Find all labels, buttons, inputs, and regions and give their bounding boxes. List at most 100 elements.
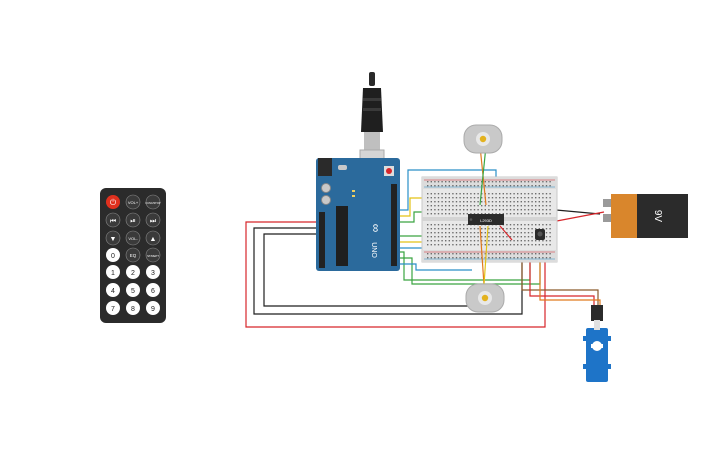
arduino-logo: ∞ [369,224,383,233]
breadboard-hole [488,236,490,238]
breadboard-hole [545,253,548,255]
vol-down-button[interactable] [125,230,141,246]
breadboard-hole [531,181,533,183]
breadboard-hole [427,181,429,183]
digit-8-button[interactable] [126,301,140,315]
breadboard-hole [491,197,494,199]
rewind-button[interactable] [105,212,121,228]
breadboard-hole [520,209,522,211]
breadboard-hole [455,197,458,199]
breadboard-hole [427,209,429,211]
digit-5-button[interactable] [126,283,140,297]
breadboard-hole [527,185,530,187]
breadboard-hole [455,201,458,203]
wire-black-loop-1[interactable] [253,227,523,315]
breadboard-hole [452,228,454,230]
forward-button[interactable] [145,212,161,228]
breadboard[interactable] [421,176,558,263]
vol-up-button[interactable] [125,194,141,210]
breadboard-hole [509,209,512,211]
breadboard-hole [499,240,501,242]
breadboard-hole [470,253,472,255]
breadboard-hole [517,193,519,195]
breadboard-hole [499,232,501,234]
breadboard-hole [459,253,461,255]
breadboard-hole [517,257,519,259]
wire-black-loop-2[interactable] [263,233,468,307]
digit-1-button[interactable] [106,265,120,279]
breadboard-hole [506,257,508,259]
ir-remote[interactable]: ⏻ VOL+ FUNC/STOP ⏮ ⏯ ⏭ ▼ VOL- ▲ 0 EQ ST/… [100,188,166,323]
breadboard-hole [473,205,476,207]
arduino-uno[interactable]: ∞ UNO [316,72,400,271]
breadboard-hole [437,213,440,215]
dc-motor-bottom[interactable] [465,283,505,313]
power-button[interactable] [106,195,120,209]
battery-9v[interactable]: 9V [603,194,688,238]
breadboard-hole [549,197,551,199]
l293d-chip[interactable]: L293D [468,214,504,225]
digit-9-button[interactable] [146,301,160,315]
breadboard-hole [491,181,494,183]
wire-blue-low[interactable] [398,263,472,271]
breadboard-hole [445,181,447,183]
digit-3-button[interactable] [146,265,160,279]
eq-button[interactable] [125,247,141,263]
digit-4-button[interactable] [106,283,120,297]
digit-7-button[interactable] [106,301,120,315]
wire-servo-orange[interactable] [539,262,601,307]
breadboard-hole [430,236,432,238]
wire-blue-top[interactable] [398,169,497,211]
up-button[interactable] [145,230,161,246]
breadboard-hole [491,193,494,195]
st-rept-button[interactable] [145,247,161,263]
digit-2-button[interactable] [126,265,140,279]
breadboard-hole [473,228,476,230]
breadboard-hole [491,209,494,211]
digit-9-label: 9 [151,306,155,313]
breadboard-hole [430,232,432,234]
func-stop-button[interactable] [145,194,161,210]
ir-receiver[interactable] [535,229,545,240]
breadboard-hole [517,197,519,199]
breadboard-hole [524,257,526,259]
breadboard-hole [509,197,512,199]
breadboard-hole [542,240,544,242]
breadboard-hole [452,236,454,238]
breadboard-hole [524,236,526,238]
breadboard-hole [545,201,548,203]
breadboard-hole [430,205,432,207]
breadboard-hole [531,197,533,199]
wire-motor2-orange[interactable] [479,225,485,286]
wire-motor1-green[interactable] [479,145,487,206]
digit-4-label: 4 [111,288,115,295]
breadboard-hole [488,240,490,242]
down-button[interactable] [105,230,121,246]
breadboard-hole [502,240,504,242]
breadboard-hole [445,185,447,187]
dc-motor-top[interactable] [463,124,503,154]
breadboard-hole [531,253,533,255]
wire-servo-red[interactable] [529,262,595,307]
breadboard-hole [499,181,501,183]
digit-0-button[interactable] [106,248,120,262]
play-pause-button[interactable] [125,212,141,228]
breadboard-hole [542,213,544,215]
breadboard-hole [427,228,429,230]
breadboard-hole [524,232,526,234]
breadboard-hole [491,228,494,230]
breadboard-hole [499,209,501,211]
digit-6-button[interactable] [146,283,160,297]
breadboard-hole [542,181,544,183]
breadboard-hole [509,240,512,242]
breadboard-hole [434,228,436,230]
breadboard-hole [455,185,458,187]
servo-motor[interactable] [583,305,611,382]
breadboard-hole [448,236,450,238]
wire-chip-red[interactable] [499,225,513,241]
breadboard-hole [448,181,450,183]
wire-servo-brown[interactable] [521,262,599,307]
breadboard-hole [488,181,490,183]
wire-motor2-yellow[interactable] [483,225,489,286]
